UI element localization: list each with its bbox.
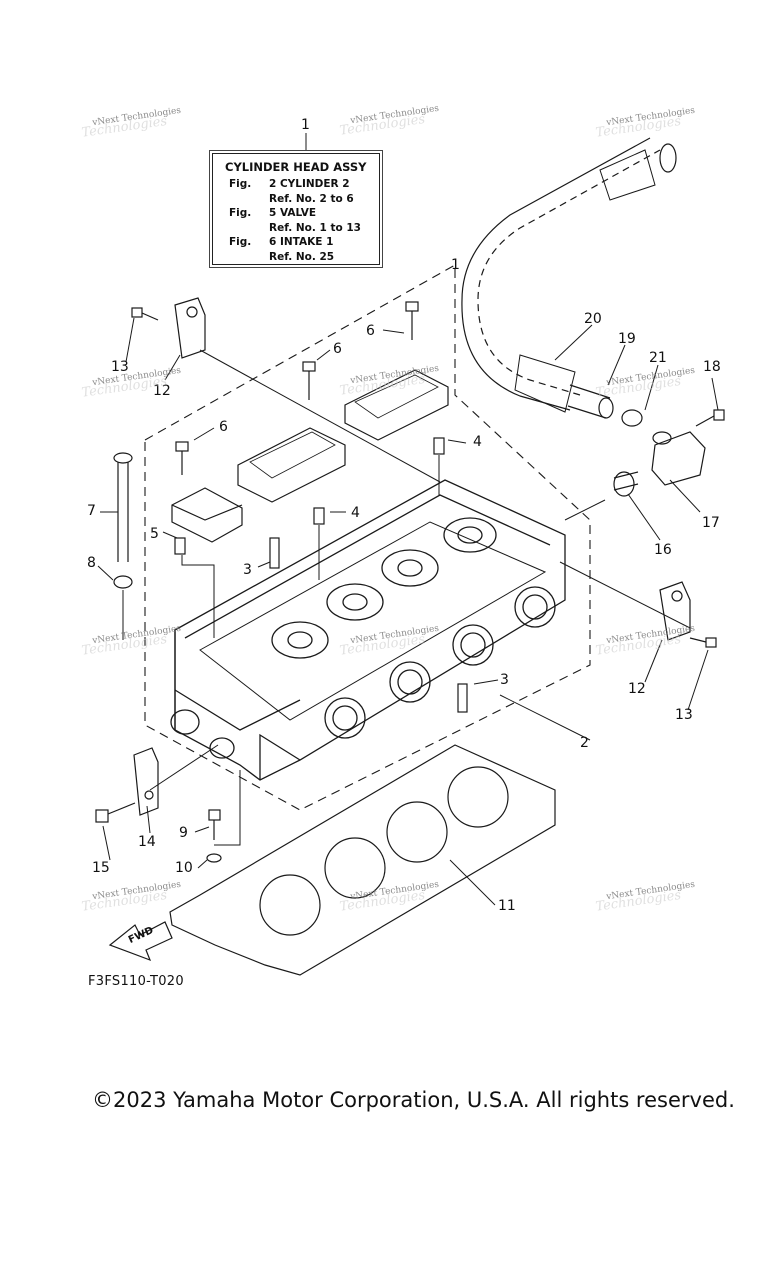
callout-4a[interactable]: 4: [473, 434, 482, 450]
callout-18[interactable]: 18: [703, 359, 721, 375]
dowel-pin-5: [174, 537, 186, 555]
reference-row-1: Fig. 2 CYLINDER 2: [221, 177, 371, 192]
hanger-bracket-12a: [174, 297, 206, 359]
camshaft-cap-left: [171, 487, 243, 543]
cylinder-head: [170, 479, 566, 781]
fwd-arrow-icon: [108, 921, 173, 962]
camshaft-cap-middle: [237, 427, 346, 503]
washer-10: [206, 853, 222, 863]
hose-19: [567, 384, 614, 419]
callout-7[interactable]: 7: [87, 503, 96, 519]
hanger-bracket-12b: [659, 581, 691, 641]
reference-box-title: CYLINDER HEAD ASSY: [225, 160, 367, 174]
reference-box: CYLINDER HEAD ASSY Fig. 2 CYLINDER 2 Ref…: [212, 153, 380, 265]
callout-4b[interactable]: 4: [351, 505, 360, 521]
callout-14[interactable]: 14: [138, 834, 156, 850]
callout-13b[interactable]: 13: [675, 707, 693, 723]
hose-clamp-21: [621, 409, 643, 427]
callout-5[interactable]: 5: [150, 526, 159, 542]
reference-fig-name: 6 INTAKE 1: [269, 236, 334, 248]
hose-20: [461, 137, 677, 413]
bolt-18: [695, 409, 725, 427]
dowel-pin-4a: [433, 437, 445, 455]
reference-fig-label: Fig.: [229, 178, 252, 190]
callout-6a[interactable]: 6: [219, 419, 228, 435]
callout-21[interactable]: 21: [649, 350, 667, 366]
copyright-notice: ©2023 Yamaha Motor Corporation, U.S.A. A…: [92, 1088, 735, 1112]
dowel-pin-4b: [313, 507, 325, 525]
callout-3a[interactable]: 3: [243, 562, 252, 578]
reference-ref-3: Ref. No. 25: [269, 250, 335, 263]
reference-fig-name: 2 CYLINDER 2: [269, 178, 350, 190]
bolt-9: [208, 809, 221, 840]
cap-bolt-6a: [175, 441, 189, 475]
callout-3b[interactable]: 3: [500, 672, 509, 688]
reference-fig-label: Fig.: [229, 207, 252, 219]
head-bolt-7: [113, 452, 133, 562]
callout-17[interactable]: 17: [702, 515, 720, 531]
callout-11[interactable]: 11: [498, 898, 516, 914]
diagram-code: F3FS110-T020: [88, 974, 184, 989]
cap-bolt-6b: [302, 361, 316, 400]
reference-row-3: Fig. 6 INTAKE 1: [221, 235, 371, 250]
reference-fig-name: 5 VALVE: [269, 207, 317, 219]
reference-fig-label: Fig.: [229, 236, 252, 248]
reference-row-2: Fig. 5 VALVE: [221, 206, 371, 221]
callout-12b[interactable]: 12: [628, 681, 646, 697]
callout-8[interactable]: 8: [87, 555, 96, 571]
callout-12a[interactable]: 12: [153, 383, 171, 399]
bolt-13b: [689, 637, 717, 648]
sleeve-3a: [269, 537, 280, 569]
callout-15[interactable]: 15: [92, 860, 110, 876]
callout-6b[interactable]: 6: [333, 341, 342, 357]
callout-1-outline[interactable]: 1: [451, 257, 460, 273]
callout-20[interactable]: 20: [584, 311, 602, 327]
assembly-dashed-outline: [144, 264, 591, 811]
reference-ref-2: Ref. No. 1 to 13: [269, 221, 361, 234]
callout-2[interactable]: 2: [580, 735, 589, 751]
sleeve-3b: [457, 683, 468, 713]
washer-8: [113, 575, 133, 589]
bracket-14: [133, 747, 159, 816]
callout-9[interactable]: 9: [179, 825, 188, 841]
callout-6c[interactable]: 6: [366, 323, 375, 339]
reference-ref-1: Ref. No. 2 to 6: [269, 192, 354, 205]
camshaft-cap-right: [344, 369, 449, 441]
thermostat-16: [613, 471, 639, 497]
bolt-15: [95, 802, 136, 823]
leader-lines: [97, 133, 719, 906]
callout-10[interactable]: 10: [175, 860, 193, 876]
callout-1[interactable]: 1: [301, 117, 310, 133]
head-gasket: [169, 744, 556, 976]
callout-19[interactable]: 19: [618, 331, 636, 347]
cap-bolt-6c: [405, 301, 419, 340]
callout-16[interactable]: 16: [654, 542, 672, 558]
thermostat-cover-17: [651, 431, 706, 486]
bolt-13a: [131, 307, 159, 321]
callout-13a[interactable]: 13: [111, 359, 129, 375]
